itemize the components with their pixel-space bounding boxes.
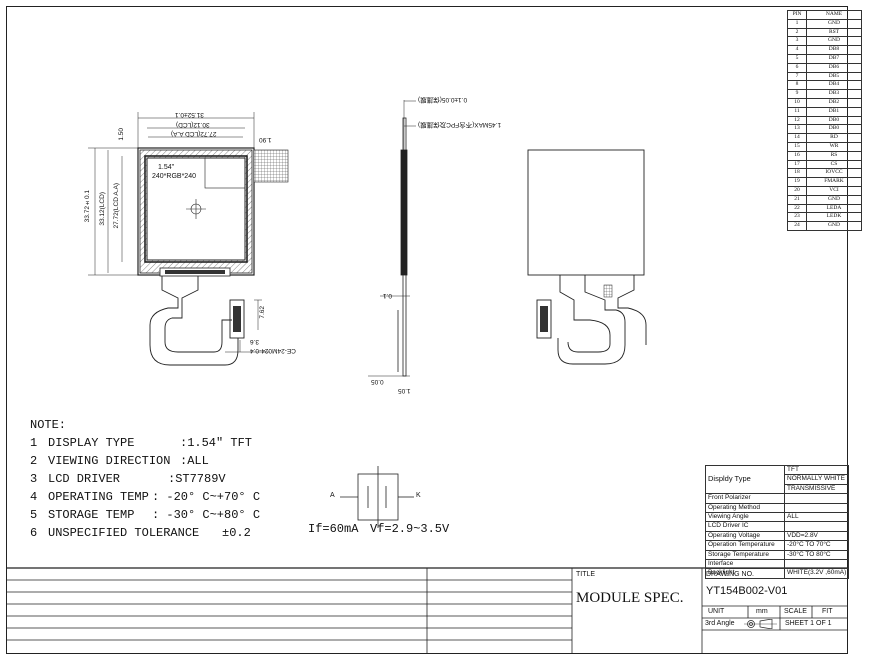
note-number: 6 (30, 526, 38, 540)
side-dim-c: 1.05 (398, 387, 411, 394)
note-label: LCD DRIVER (48, 472, 121, 486)
width-dim-aa: 27.72(LCD A.A) (171, 130, 217, 137)
if-label: If=60mA (308, 522, 359, 536)
front-dimensions (88, 112, 270, 353)
third-angle-projection-icon (744, 619, 777, 629)
right-margin-dim: 1.90 (259, 136, 272, 143)
front-view (137, 147, 289, 366)
cathode-label: K (416, 492, 421, 499)
left-margin-dim: 1.50 (118, 128, 125, 141)
drawing-no-value: YT154B002-V01 (706, 585, 788, 597)
note-label: OPERATING TEMP (48, 490, 149, 504)
resolution-label: 240*RGB*240 (152, 173, 196, 180)
note-label: STORAGE TEMP (48, 508, 135, 522)
connector-label: CE-24M024-0.4 (250, 347, 296, 354)
note-value: :ALL (180, 454, 209, 468)
spec-row: Operating Method (705, 502, 850, 514)
spec-value (783, 521, 850, 532)
note-value: : -30° C~+80° C (152, 508, 261, 522)
sheet-value: SHEET 1 OF 1 (785, 620, 832, 627)
side-dim-a: 0.1 (383, 292, 393, 299)
height-dim-aa: 27.72(LCD A.A) (113, 183, 120, 229)
spec-row: LCD Driver IC (705, 521, 850, 532)
spec-value (783, 493, 850, 504)
display-type-value-2: NORMALLY WHITE (783, 474, 850, 485)
spec-row: Front Polarizer (705, 493, 850, 504)
title-value: MODULE SPEC. (576, 590, 684, 606)
spec-label: Viewing Angle (705, 512, 785, 523)
display-type-label: Displdy Type (705, 464, 785, 495)
note-number: 4 (30, 490, 38, 504)
height-dim-lcd: 33.12(LCD) (99, 192, 106, 226)
spec-label: Interface (705, 559, 785, 570)
side-dim-b: 0.05 (371, 378, 384, 385)
spec-row-display-type: Displdy Type TFT (705, 464, 850, 495)
spec-label: Storage Temperature (705, 549, 785, 561)
title-label: TITLE (576, 571, 596, 578)
spec-row: Operation Temperature-20°C TO 70°C (705, 540, 850, 551)
spec-value: WHITE(3.2V ,60mA) (783, 568, 850, 579)
width-dim-outer: 31.52±0.1 (175, 111, 204, 118)
drawing-no-label: DRAWING NO. (706, 571, 754, 578)
note-label: UNSPECIFIED TOLERANCE (48, 526, 200, 540)
connector-height-dim: 7.62 (259, 306, 266, 319)
width-dim-lcd: 30.12(LCD) (176, 121, 210, 128)
vf-label: Vf=2.9~3.5V (370, 522, 450, 536)
note-label: VIEWING DIRECTION (48, 454, 171, 468)
display-type-value-1: TFT (783, 464, 850, 476)
spec-label: Operating Method (705, 502, 785, 514)
unit-label: UNIT (708, 608, 725, 615)
note-number: 3 (30, 472, 38, 486)
notes-title: NOTE: (30, 418, 67, 432)
angle-label: 3rd Angle (705, 620, 735, 627)
spec-value: -20°C TO 70°C (783, 540, 850, 551)
spec-value (783, 559, 850, 570)
spec-value: ALL (783, 512, 850, 523)
spec-label: Operating Voltage (705, 530, 785, 542)
note-number: 1 (30, 436, 38, 450)
backlight-circuit (340, 466, 414, 528)
spec-row: Interface (705, 559, 850, 570)
note-value: :1.54" TFT (180, 436, 253, 450)
spec-label: Front Polarizer (705, 493, 785, 504)
unit-value: mm (756, 608, 768, 615)
note-number: 5 (30, 508, 38, 522)
note-value: :ST7789V (168, 472, 226, 486)
scale-label: SCALE (784, 608, 807, 615)
spec-label: LCD Driver IC (705, 521, 785, 532)
spec-row: Storage Temperature-30°C TO 80°C (705, 549, 850, 561)
pin-name: GND (806, 221, 862, 231)
connector-width-dim: 3.6 (250, 338, 260, 345)
note-label: DISPLAY TYPE (48, 436, 135, 450)
note-value: : -20° C~+70° C (152, 490, 261, 504)
display-size-label: 1.54" (158, 164, 175, 171)
spec-value: -30°C TO 80°C (783, 549, 850, 561)
anode-label: A (330, 492, 335, 499)
spec-value: VDD=2.8V (783, 530, 850, 542)
scale-value: FIT (822, 608, 833, 615)
height-dim-outer: 33.72±0.1 (84, 190, 91, 223)
back-view (527, 149, 647, 365)
side-view (368, 100, 416, 377)
spec-label: Operation Temperature (705, 540, 785, 551)
side-label-film: 0.1±0.05(保護膜) (418, 96, 468, 103)
note-value: ±0.2 (222, 526, 251, 540)
spec-table: Displdy Type TFT NORMALLY WHITE TRANSMIS… (705, 464, 850, 579)
display-type-value-3: TRANSMISSIVE (783, 483, 850, 495)
note-number: 2 (30, 454, 38, 468)
side-label-max: 1.45MAX(不含FPC及保護膜) (418, 121, 502, 128)
spec-value (783, 502, 850, 514)
